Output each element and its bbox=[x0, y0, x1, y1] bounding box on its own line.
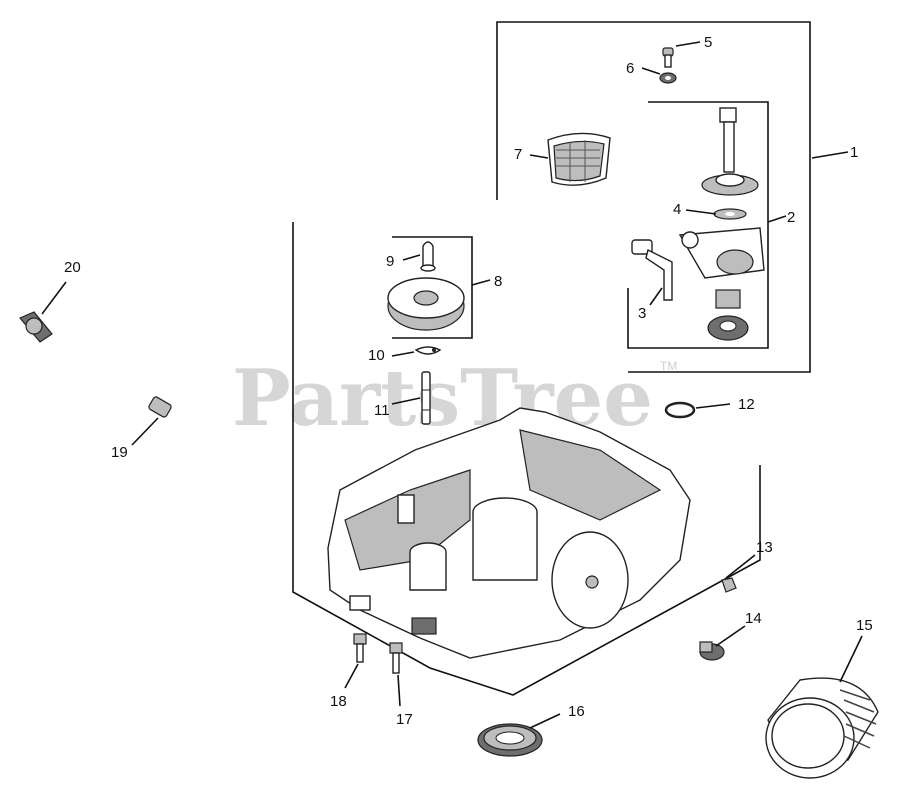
part-washer-4[interactable] bbox=[713, 208, 747, 220]
callout-12: 12 bbox=[738, 396, 755, 413]
oil-pump-group-outline bbox=[496, 21, 811, 373]
callout-3: 3 bbox=[638, 305, 646, 322]
part-oil-seal-16[interactable] bbox=[477, 723, 543, 757]
callout-6: 6 bbox=[626, 60, 634, 77]
callout-16: 16 bbox=[568, 703, 585, 720]
callout-4: 4 bbox=[673, 201, 681, 218]
callout-15: 15 bbox=[856, 617, 873, 634]
callout-7: 7 bbox=[514, 146, 522, 163]
watermark-trademark: TM bbox=[660, 359, 677, 373]
part-shaft-11[interactable] bbox=[421, 371, 431, 425]
part-oil-pan[interactable] bbox=[327, 407, 691, 659]
callout-2: 2 bbox=[787, 209, 795, 226]
callout-17: 17 bbox=[396, 711, 413, 728]
oil-pump-subgroup-outline bbox=[627, 101, 769, 349]
callout-5: 5 bbox=[704, 34, 712, 51]
part-plug-13[interactable] bbox=[721, 577, 737, 593]
callout-1: 1 bbox=[850, 144, 858, 161]
part-oil-filter-15[interactable] bbox=[765, 677, 879, 779]
part-drain-plug-14[interactable] bbox=[699, 641, 725, 661]
callout-8: 8 bbox=[494, 273, 502, 290]
callout-18: 18 bbox=[330, 693, 347, 710]
part-governor-gear-8[interactable] bbox=[387, 277, 465, 331]
part-fitting-19[interactable] bbox=[148, 396, 172, 418]
part-washer-10[interactable] bbox=[414, 346, 442, 355]
part-governor-pin-9[interactable] bbox=[420, 241, 436, 272]
part-o-ring-12[interactable] bbox=[664, 401, 696, 419]
part-relief-valve-3[interactable] bbox=[631, 239, 673, 301]
part-sensor-20[interactable] bbox=[19, 311, 53, 343]
callout-14: 14 bbox=[745, 610, 762, 627]
part-oil-screen-7[interactable] bbox=[547, 132, 611, 186]
part-bolt-17[interactable] bbox=[389, 642, 403, 674]
part-washer-6[interactable] bbox=[659, 72, 677, 84]
part-oil-pump-assembly-2[interactable] bbox=[678, 107, 765, 341]
governor-gear-group-outline bbox=[392, 236, 473, 339]
callout-20: 20 bbox=[64, 259, 81, 276]
callout-19: 19 bbox=[111, 444, 128, 461]
part-screw-5[interactable] bbox=[662, 47, 674, 68]
leader-lines bbox=[41, 41, 863, 729]
callout-11: 11 bbox=[374, 402, 390, 419]
callout-10: 10 bbox=[368, 347, 385, 364]
oil-pan-group-outline bbox=[292, 222, 761, 696]
callout-13: 13 bbox=[756, 539, 773, 556]
callout-9: 9 bbox=[386, 253, 394, 270]
part-bolt-18[interactable] bbox=[353, 633, 367, 663]
